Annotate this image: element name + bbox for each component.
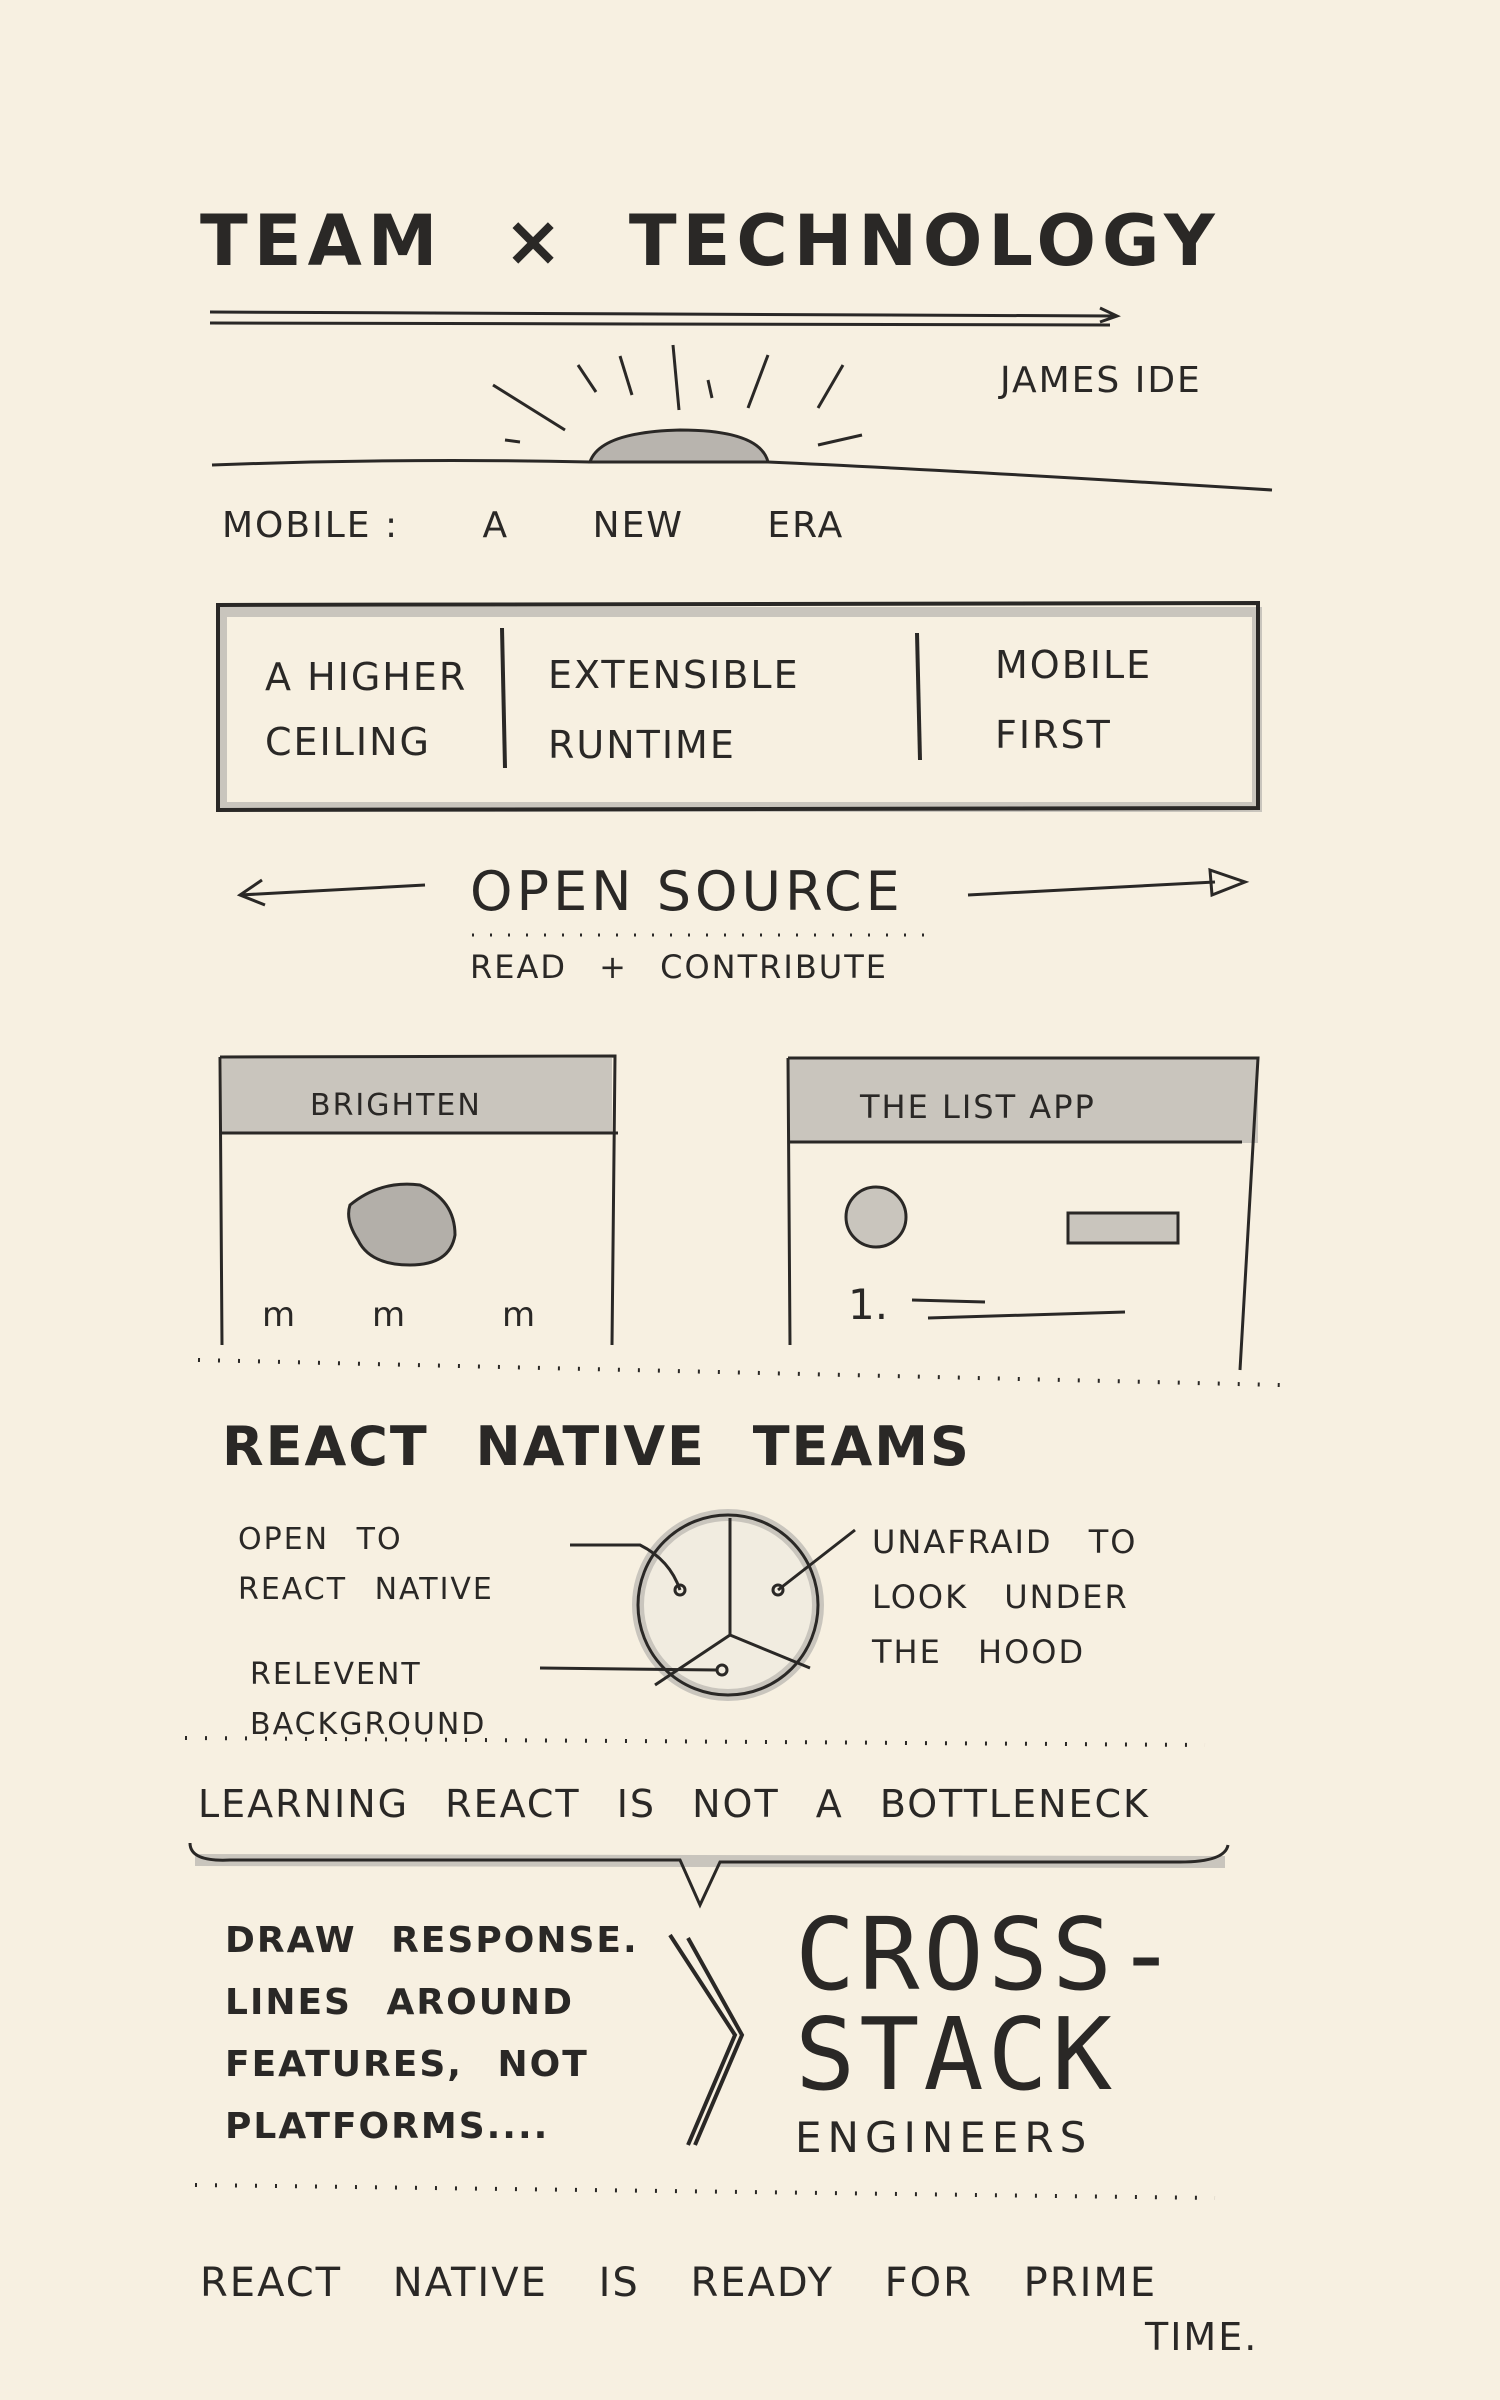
- principle-mobile-first-line2: FIRST: [995, 713, 1112, 757]
- page-title: TEAM × TECHNOLOGY: [200, 200, 1221, 282]
- brighten-mark-3: m: [502, 1295, 536, 1335]
- engineers-line: ENGINEERS: [795, 2113, 1093, 2162]
- greater-than-icon: [668, 1933, 745, 2146]
- principle-ceiling: A HIGHER CEILING: [265, 645, 467, 775]
- dotted-divider-3: [194, 2183, 1216, 2200]
- list-app-item-number: 1.: [848, 1280, 889, 1329]
- sunrise-icon: [492, 344, 863, 464]
- open-to-react-native: OPEN TO REACT NATIVE: [238, 1515, 494, 1615]
- learning-statement: LEARNING REACT IS NOT A BOTTLENECK: [198, 1782, 1150, 1826]
- relevant-background: RELEVENT BACKGROUND: [250, 1650, 486, 1750]
- response-line3: FEATURES, NOT: [225, 2044, 589, 2085]
- unafraid-line1: UNAFRAID TO: [872, 1523, 1138, 1561]
- principles-box: [216, 600, 1262, 813]
- response-line2: LINES AROUND: [225, 1982, 574, 2023]
- subtitle-new: NEW: [592, 505, 684, 546]
- brighten-mark-1: m: [262, 1295, 296, 1335]
- title-left: TEAM: [200, 200, 444, 282]
- title-right: TECHNOLOGY: [628, 200, 1221, 282]
- unafraid-under-hood: UNAFRAID TO LOOK UNDER THE HOOD: [872, 1515, 1137, 1680]
- stack-line: STACK: [795, 1996, 1117, 2113]
- author-name: JAMES IDE: [1000, 360, 1202, 401]
- title-separator: ×: [503, 200, 569, 282]
- closing-line1: REACT NATIVE IS READY FOR PRIME: [200, 2260, 1158, 2306]
- principle-runtime-line1: EXTENSIBLE: [548, 653, 800, 697]
- brighten-mockup: [218, 1054, 618, 1346]
- principle-ceiling-line1: A HIGHER: [265, 655, 468, 699]
- list-app-title: THE LIST APP: [860, 1088, 1096, 1126]
- relevant-background-line2: BACKGROUND: [250, 1707, 487, 1742]
- horizon-line: [211, 459, 1273, 492]
- teams-heading: REACT NATIVE TEAMS: [222, 1415, 971, 1478]
- cross-stack-block: CROSS- STACK ENGINEERS: [795, 1896, 1181, 2163]
- unafraid-line2: LOOK UNDER: [872, 1578, 1129, 1616]
- subtitle-mobile: MOBILE :: [222, 505, 400, 546]
- title-underline: [209, 310, 1116, 327]
- subtitle-era: ERA: [767, 505, 845, 546]
- speech-bracket: [188, 1842, 1230, 1909]
- response-line4: PLATFORMS....: [225, 2106, 550, 2147]
- open-to-line1: OPEN TO: [238, 1522, 403, 1557]
- open-source-label: OPEN SOURCE: [470, 860, 904, 923]
- open-source-arrows: [236, 867, 1250, 937]
- subtitle-a: A: [482, 505, 510, 546]
- relevant-background-line1: RELEVENT: [250, 1657, 422, 1692]
- list-app-mockup: [786, 1056, 1260, 1371]
- draw-response-text: DRAW RESPONSE. LINES AROUND FEATURES, NO…: [225, 1910, 639, 2158]
- brighten-mark-2: m: [372, 1295, 406, 1335]
- principle-runtime-line2: RUNTIME: [548, 723, 736, 767]
- team-circle-diagram: [539, 1509, 856, 1701]
- cross-line: CROSS-: [795, 1896, 1181, 2013]
- principle-runtime: EXTENSIBLE RUNTIME: [548, 640, 800, 780]
- principle-ceiling-line2: CEILING: [265, 720, 431, 764]
- closing-line2: TIME.: [1145, 2315, 1259, 2359]
- principle-mobile-first: MOBILE FIRST: [995, 630, 1152, 770]
- unafraid-line3: THE HOOD: [872, 1633, 1086, 1671]
- principle-mobile-first-line1: MOBILE: [995, 643, 1153, 687]
- subtitle: MOBILE : A NEW ERA: [222, 505, 844, 546]
- response-line1: DRAW RESPONSE.: [225, 1920, 639, 1961]
- open-to-line2: REACT NATIVE: [238, 1572, 494, 1607]
- dotted-divider-1: [197, 1358, 1281, 1387]
- brighten-title: BRIGHTEN: [310, 1088, 482, 1123]
- open-source-subtitle: READ + CONTRIBUTE: [470, 948, 888, 986]
